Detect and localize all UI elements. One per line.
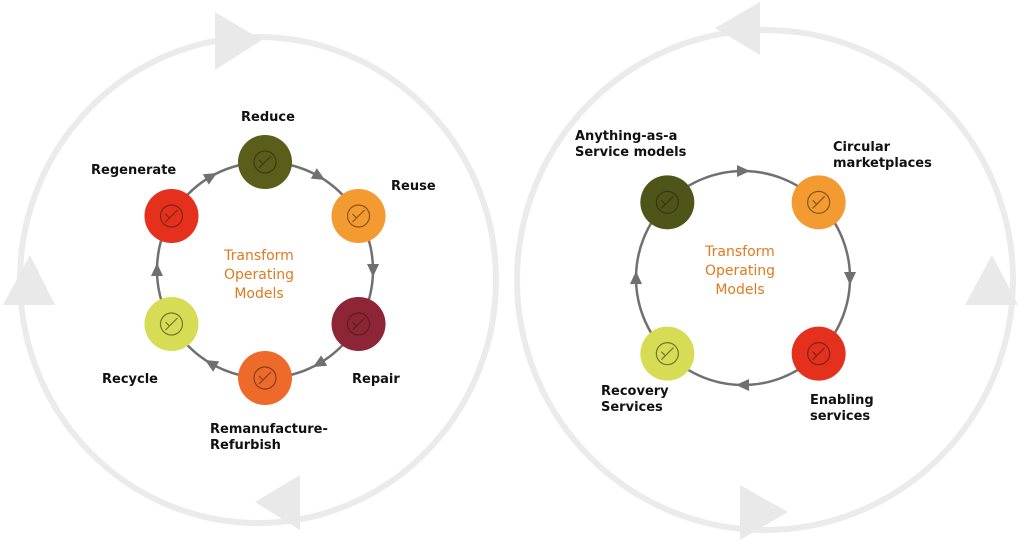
- gear-box-icon: [253, 366, 277, 390]
- right-outer-arrow-top: [715, 2, 760, 55]
- label-reduce: Reduce: [241, 110, 295, 125]
- flow-arrow-icon: [737, 165, 750, 177]
- flow-arrow-icon: [151, 263, 163, 276]
- globe-network-icon: [655, 190, 679, 214]
- gear-cycle-icon: [655, 342, 679, 366]
- label-remanufacture: Remanufacture- Refurbish: [210, 422, 328, 454]
- center-line: Operating: [705, 263, 775, 279]
- label-repair: Repair: [352, 372, 400, 387]
- label-circular-marketplaces: Circular marketplaces: [833, 140, 932, 172]
- label-line: Services: [601, 400, 663, 415]
- label-line: Service models: [575, 145, 687, 160]
- circular-arrows-icon: [807, 190, 831, 214]
- refresh-arrows-icon: [346, 204, 371, 228]
- right-outer-arrow-bottom: [740, 485, 788, 540]
- right-center-title: Transform Operating Models: [680, 243, 800, 300]
- label-reuse: Reuse: [391, 179, 436, 194]
- label-line: Anything-as-a: [575, 129, 678, 144]
- left-outer-arrow-bottom: [255, 475, 300, 530]
- wrench-screwdriver-icon: [346, 312, 371, 336]
- label-line: Remanufacture-: [210, 422, 328, 437]
- label-recycle: Recycle: [102, 372, 158, 387]
- flow-arrow-icon: [630, 271, 642, 284]
- center-line: Models: [715, 282, 765, 298]
- flow-arrow-icon: [202, 172, 218, 185]
- sprout-icon: [159, 204, 184, 228]
- left-center-title: Transform Operating Models: [199, 247, 319, 304]
- center-line: Operating: [224, 267, 294, 283]
- compress-icon: [253, 150, 277, 174]
- label-line: Recovery: [601, 384, 669, 399]
- label-recovery-services: Recovery Services: [601, 384, 669, 416]
- label-line: Refurbish: [210, 438, 281, 453]
- label-line: services: [810, 409, 871, 424]
- left-outer-arrow-top: [215, 12, 262, 70]
- center-line: Transform: [224, 248, 294, 264]
- left-outer-arrow-left: [3, 255, 55, 305]
- flow-arrow-icon: [310, 168, 326, 180]
- label-regenerate: Regenerate: [91, 163, 177, 178]
- gear-wrench-icon: [807, 342, 831, 366]
- flow-arrow-icon: [204, 360, 220, 372]
- label-line: marketplaces: [833, 156, 932, 171]
- center-line: Models: [234, 286, 284, 302]
- flow-arrow-icon: [367, 264, 379, 277]
- label-xaas: Anything-as-a Service models: [575, 129, 686, 161]
- label-enabling-services: Enabling services: [810, 393, 874, 425]
- center-line: Transform: [705, 244, 775, 260]
- label-line: Enabling: [810, 393, 874, 408]
- flow-arrow-icon: [312, 355, 328, 368]
- flow-arrow-icon: [844, 272, 856, 285]
- recycle-icon: [159, 312, 184, 336]
- flow-arrow-icon: [736, 379, 749, 391]
- right-outer-arrow-right: [965, 255, 1018, 305]
- label-line: Circular: [833, 140, 891, 155]
- right-outer-ring: [514, 27, 1016, 533]
